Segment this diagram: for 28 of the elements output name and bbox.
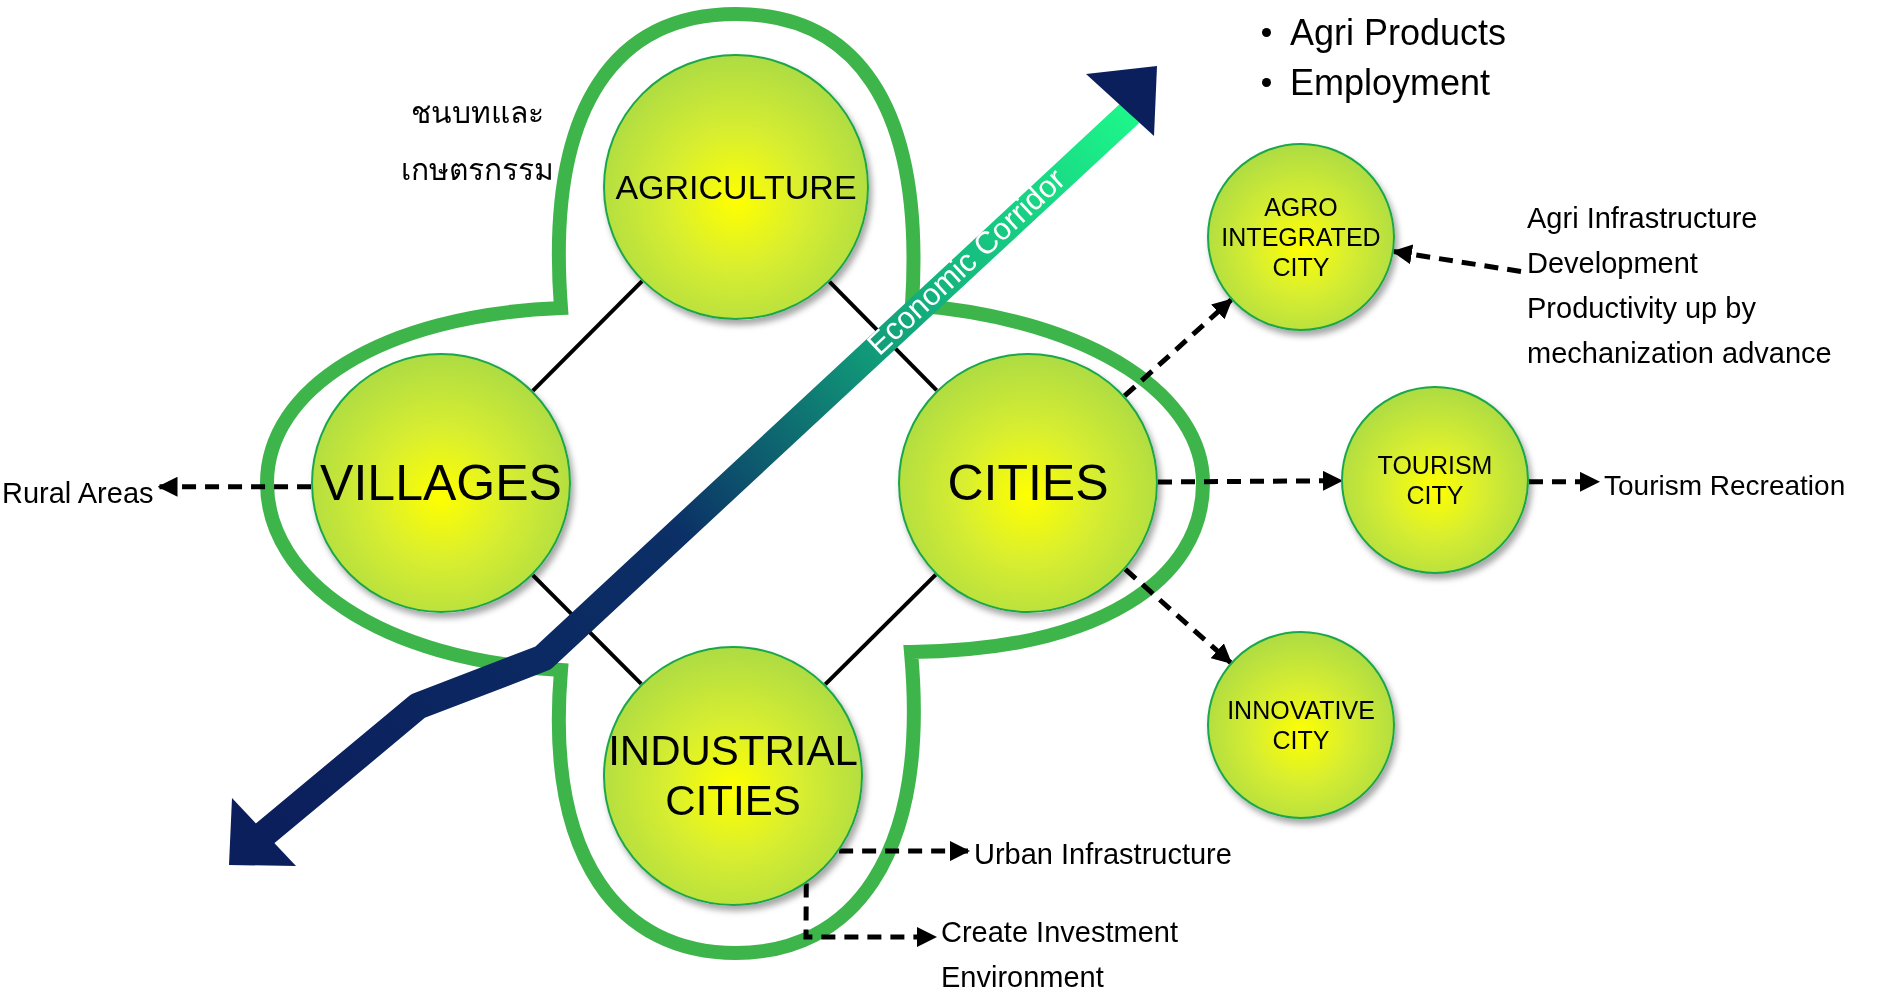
connector-line — [531, 573, 643, 686]
note-text: Productivity up by mechanization advance — [1527, 290, 1833, 371]
arrow — [157, 476, 312, 497]
note-text: Tourism Recreation — [1604, 469, 1847, 503]
note-text: Create Investment Environment — [941, 915, 1179, 995]
circle-label: INNOVATIVE CITY — [1226, 695, 1376, 755]
circle-label: AGRO INTEGRATED CITY — [1220, 192, 1382, 282]
circle-label: TOURISM CITY — [1376, 450, 1494, 510]
region-note: ชนบทและเกษตรกรรม — [399, 95, 555, 188]
circle-label: VILLAGES — [320, 454, 562, 513]
arrow — [1391, 244, 1522, 274]
arrow — [1123, 567, 1233, 665]
arrow — [1529, 471, 1600, 492]
note-text: Rural Areas — [2, 476, 155, 511]
arrow — [1158, 470, 1343, 491]
arrow — [1122, 298, 1233, 398]
arrow — [803, 883, 937, 947]
bullet-item: Employment — [1260, 62, 1491, 104]
note-text: Urban Infrastructure — [974, 837, 1233, 872]
circle-label: CITIES — [947, 454, 1109, 513]
bullet-item: Agri Products — [1260, 12, 1507, 54]
circle-label: INDUSTRIAL CITIES — [607, 725, 859, 826]
connector-line — [531, 279, 644, 393]
circle-label: AGRICULTURE — [615, 166, 857, 208]
connector-line — [827, 280, 939, 392]
arrow — [839, 841, 970, 862]
note-text: Agri Infrastructure Development — [1527, 201, 1759, 281]
connector-line — [823, 573, 938, 686]
